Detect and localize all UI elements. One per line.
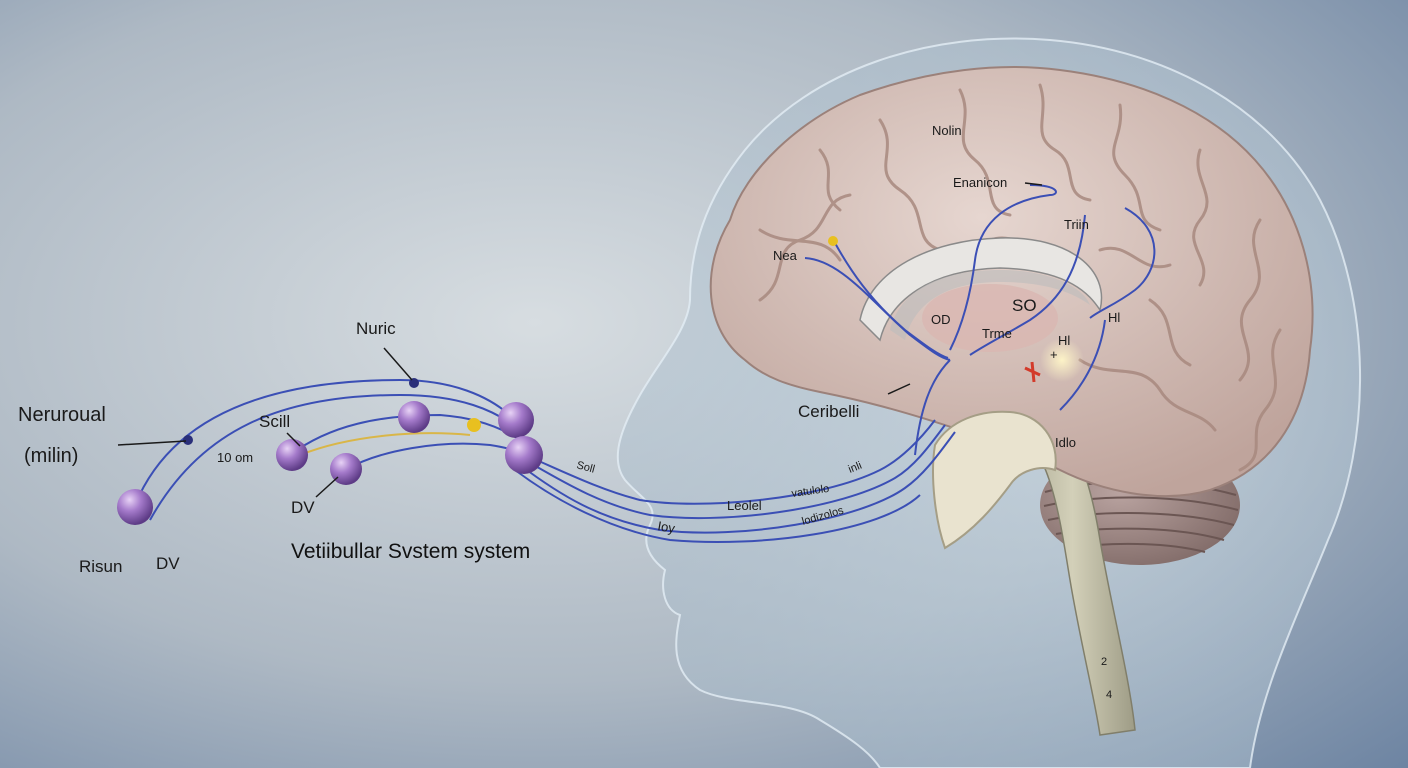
label-enanicon: Enanicon — [953, 175, 1007, 190]
label-dv-bottom: DV — [156, 554, 180, 573]
leader-lines — [117, 182, 1043, 498]
label-stem-4: 4 — [1106, 689, 1112, 701]
yellow-fiber — [299, 432, 471, 456]
label-toy: Ioy — [656, 518, 676, 536]
label-nolin: Nolin — [932, 123, 962, 138]
neuron-ball — [398, 401, 430, 433]
neuron-ball — [498, 402, 534, 438]
brain-nerve-lines — [804, 184, 1156, 456]
neuron-ball — [505, 436, 543, 474]
nerve-pathways — [134, 378, 956, 544]
label-nuric: Nuric — [356, 319, 396, 338]
label-trme: Trme — [982, 326, 1012, 341]
label-plus: + — [1050, 347, 1058, 362]
label-hl-2: Hl — [1058, 333, 1070, 348]
label-inli: inli — [847, 460, 864, 476]
label-10-om: 10 om — [217, 450, 253, 465]
label-hl: Hl — [1108, 310, 1120, 325]
neuron-ball — [117, 489, 153, 525]
inner-ear-structure — [932, 410, 1057, 550]
label-vatulo: vatulolo — [791, 483, 830, 500]
label-risun: Risun — [79, 557, 122, 576]
label-leolel: Leolel — [727, 498, 762, 513]
label-od: OD — [931, 312, 951, 327]
label-neuronal: Neruroual — [18, 404, 106, 426]
yellow-node — [467, 418, 481, 432]
label-trin: Triin — [1064, 217, 1089, 232]
label-dv-mid: DV — [291, 498, 315, 517]
label-scill: Scill — [259, 412, 290, 431]
label-idlo: Idlo — [1055, 435, 1076, 450]
label-cerebelli: Ceribelli — [798, 402, 859, 421]
neuron-ball — [276, 439, 308, 471]
yellow-node — [828, 236, 838, 246]
brain-stem — [1008, 409, 1136, 736]
label-soll: Soll — [575, 459, 596, 475]
label-stem-2: 2 — [1101, 656, 1107, 668]
label-so: SO — [1012, 296, 1037, 315]
diagram-title: Vetiibullar Svstem system — [291, 540, 530, 563]
label-milin: (milin) — [24, 445, 78, 467]
red-marker — [1024, 361, 1041, 383]
label-nea: Nea — [773, 248, 798, 263]
